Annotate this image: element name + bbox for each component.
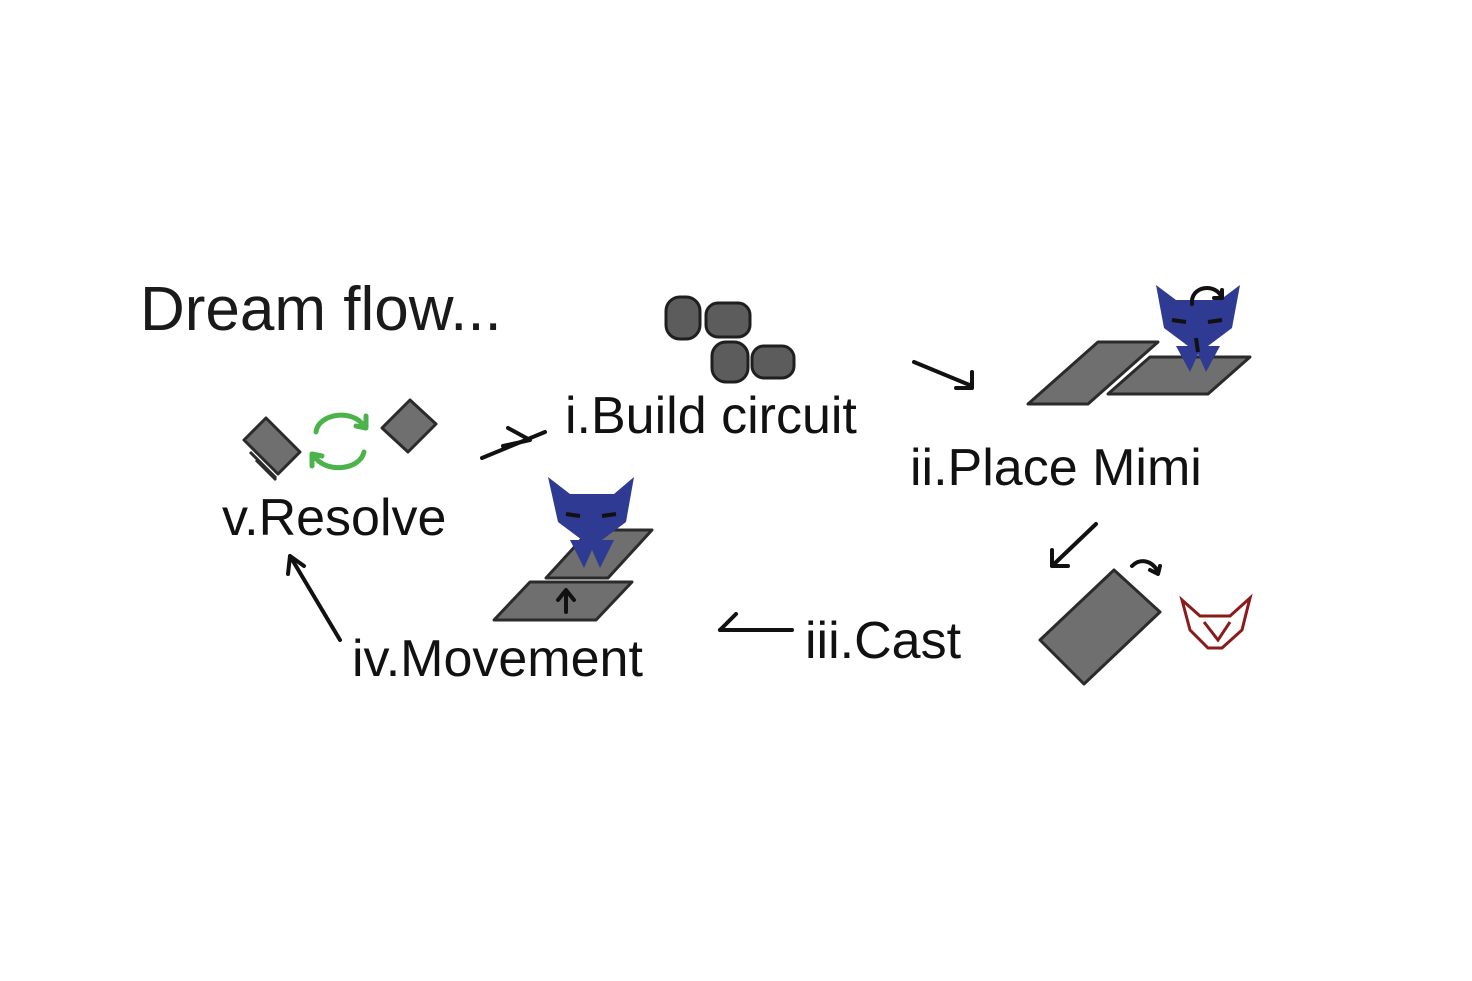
- arrow-resolve-to-build-icon: [480, 426, 547, 460]
- step-label-cast: iii.Cast: [805, 612, 962, 670]
- step-label-resolve: v.Resolve: [222, 489, 446, 547]
- cast-tile-icon: [1038, 559, 1162, 686]
- arrow-movement-to-resolve-icon: [286, 554, 342, 642]
- cycle-arrows-icon: [309, 412, 369, 471]
- arrow-build-to-place-icon: [912, 360, 974, 390]
- mimi-cat-icon: [1156, 285, 1240, 372]
- circuit-blocks-icon: [664, 295, 796, 384]
- arrow-cast-to-movement-icon: [718, 612, 794, 632]
- tile-pair-icon: [1026, 340, 1252, 406]
- ghost-cat-icon: [1179, 593, 1253, 650]
- resolve-tiles-icon: [242, 398, 438, 482]
- arrow-place-to-cast-icon: [1050, 522, 1098, 568]
- step-label-movement: iv.Movement: [352, 630, 643, 688]
- mimi-cat-icon: [548, 477, 634, 568]
- step-label-place: ii.Place Mimi: [910, 439, 1202, 497]
- step-label-build: i.Build circuit: [565, 387, 857, 445]
- diagram-title: Dream flow...: [140, 275, 502, 344]
